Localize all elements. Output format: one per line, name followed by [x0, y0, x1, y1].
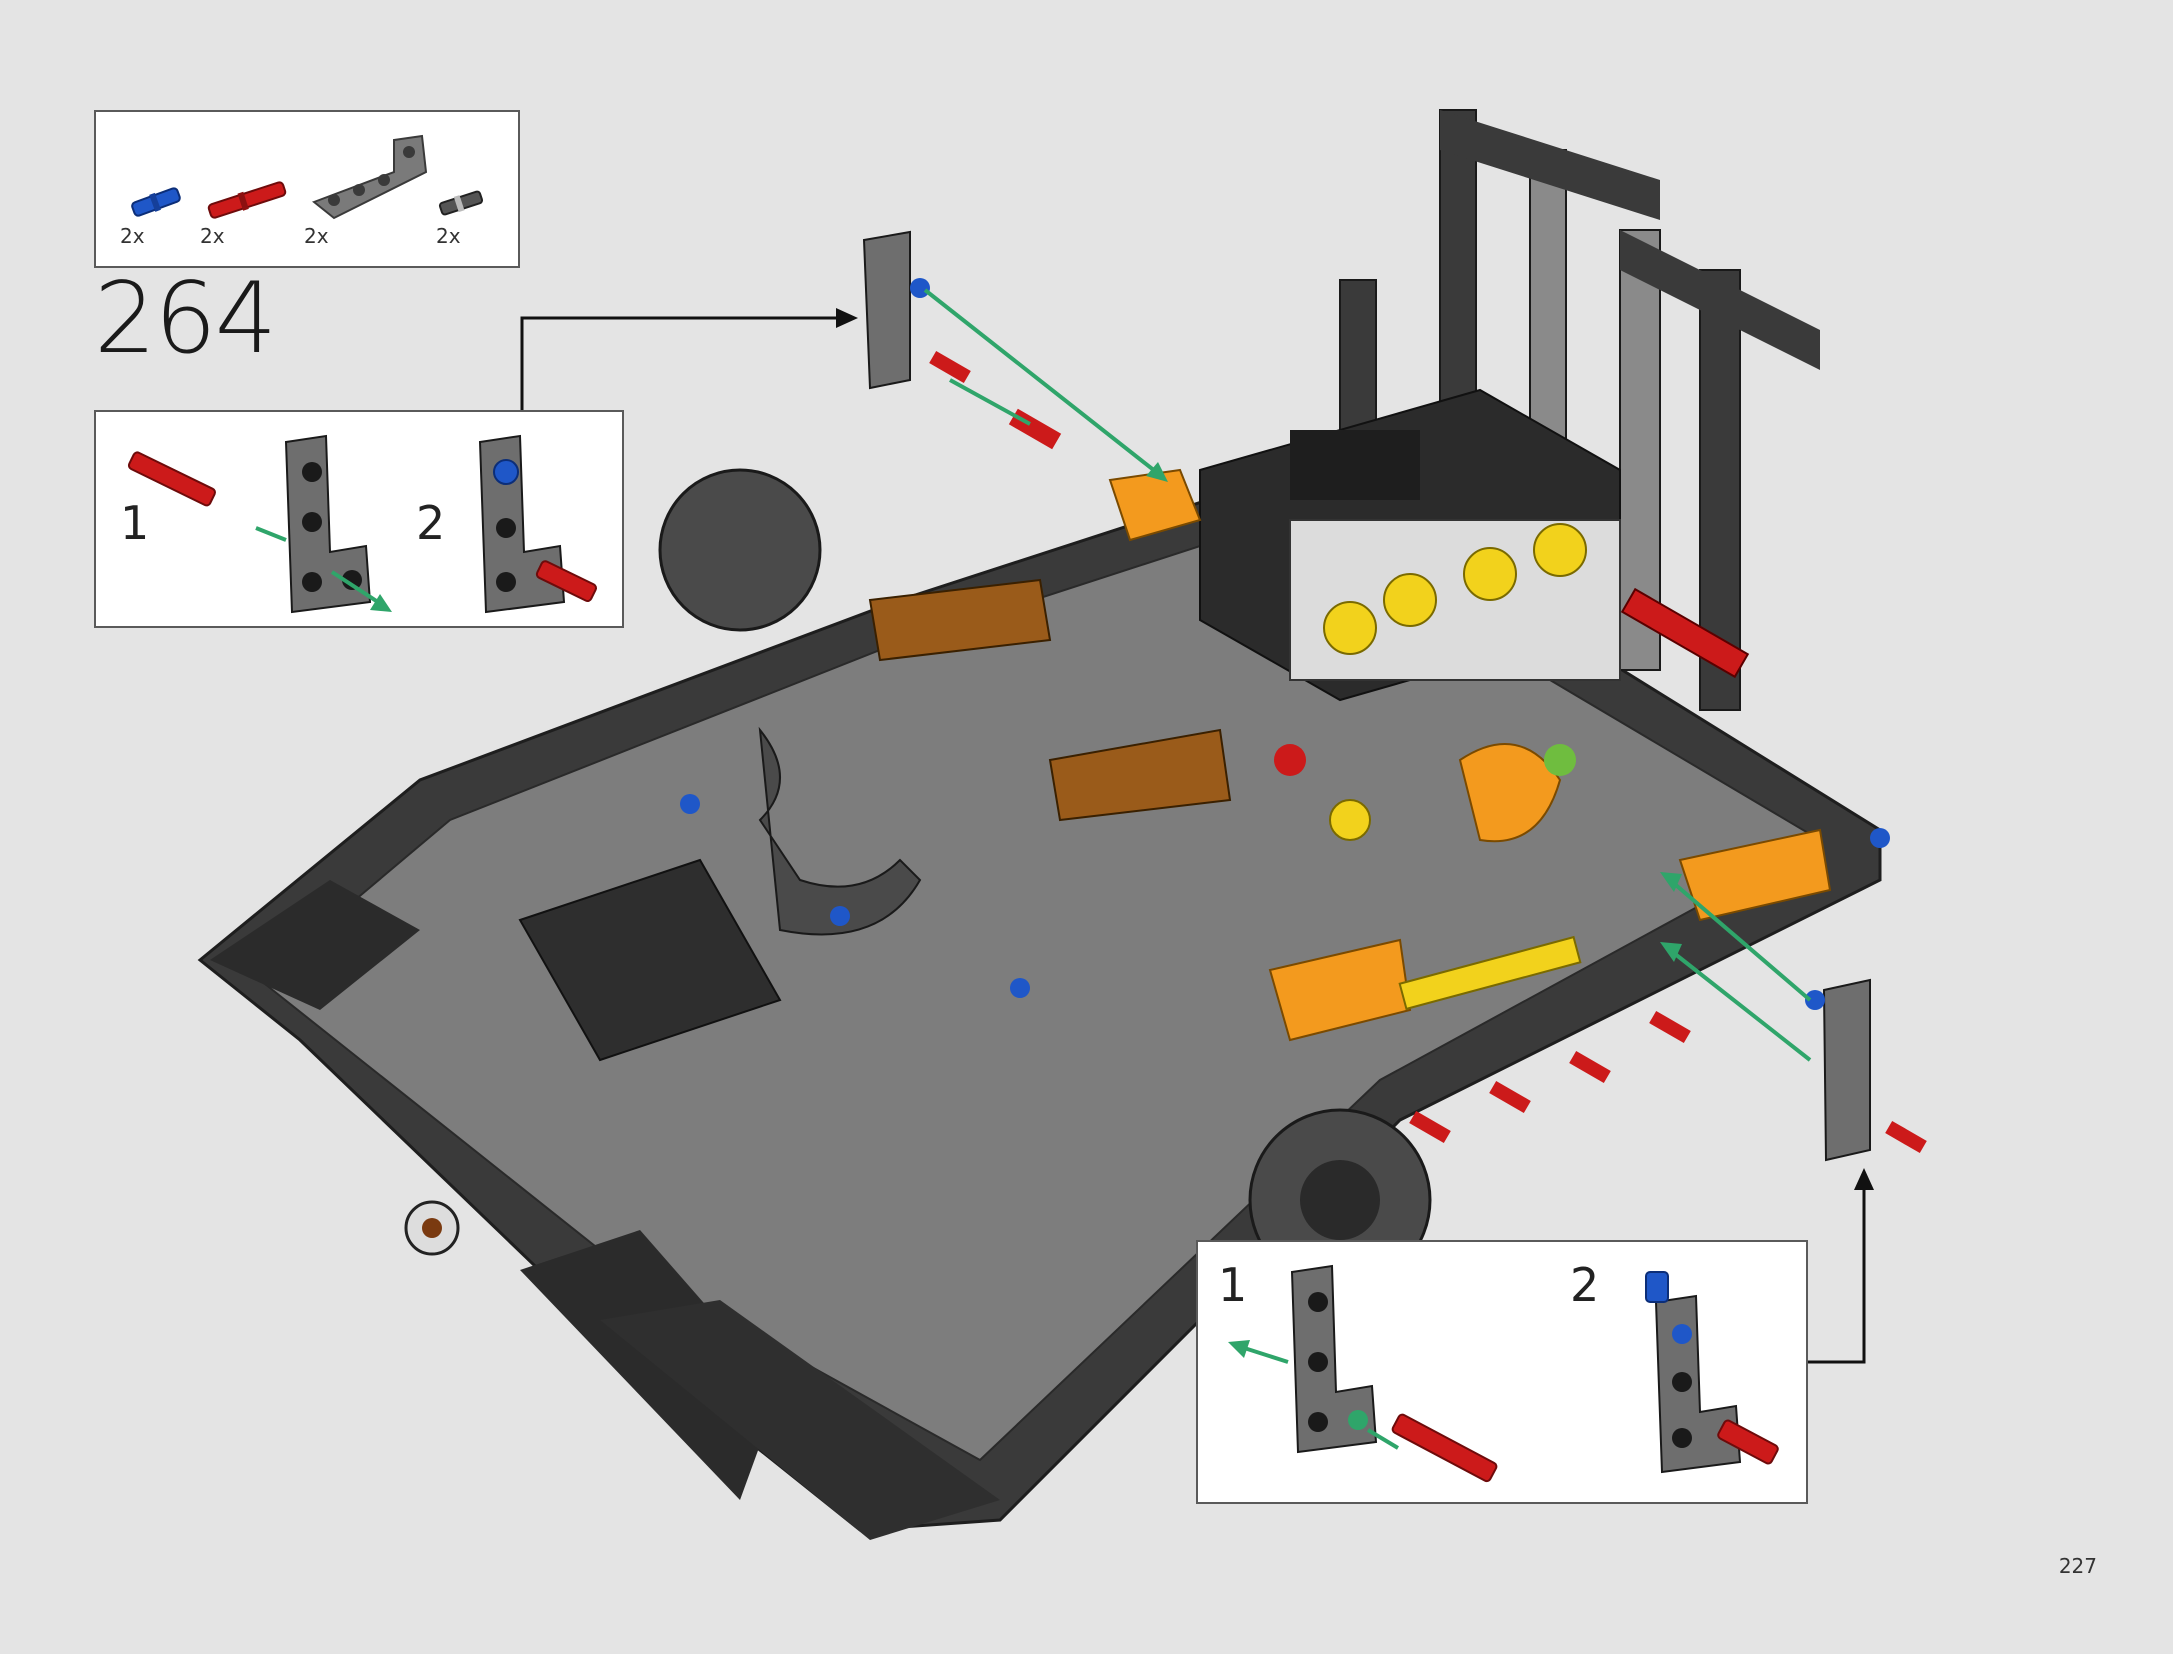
- parts-qty-2: 2x: [200, 224, 225, 248]
- page-number: 227: [2058, 1554, 2097, 1578]
- callout-left-substep-2: 2: [416, 496, 446, 550]
- red-axle-pin-icon: [207, 181, 287, 219]
- black-half-pin-icon: [438, 190, 484, 216]
- parts-qty-4: 2x: [436, 224, 461, 248]
- parts-qty-1: 2x: [120, 224, 145, 248]
- step-number: 264: [94, 262, 277, 376]
- blue-axle-pin-icon: [131, 187, 181, 217]
- callout-left-step2-illustration: [478, 434, 597, 614]
- callout-right-step1-illustration: [1228, 1264, 1498, 1483]
- gray-l-beam-icon: [312, 134, 428, 220]
- callout-right-substep-2: 2: [1570, 1258, 1600, 1312]
- callout-left-box: 1 2: [94, 410, 624, 628]
- parts-qty-3: 2x: [304, 224, 329, 248]
- callout-right-step2-illustration: [1645, 1271, 1779, 1474]
- callout-left-step1-illustration: [127, 434, 392, 614]
- callout-left-substep-1: 1: [120, 496, 150, 550]
- callout-right-substep-1: 1: [1218, 1258, 1248, 1312]
- callout-right-box: 1 2: [1196, 1240, 1808, 1504]
- parts-list-box: 2x 2x 2x 2x: [94, 110, 520, 268]
